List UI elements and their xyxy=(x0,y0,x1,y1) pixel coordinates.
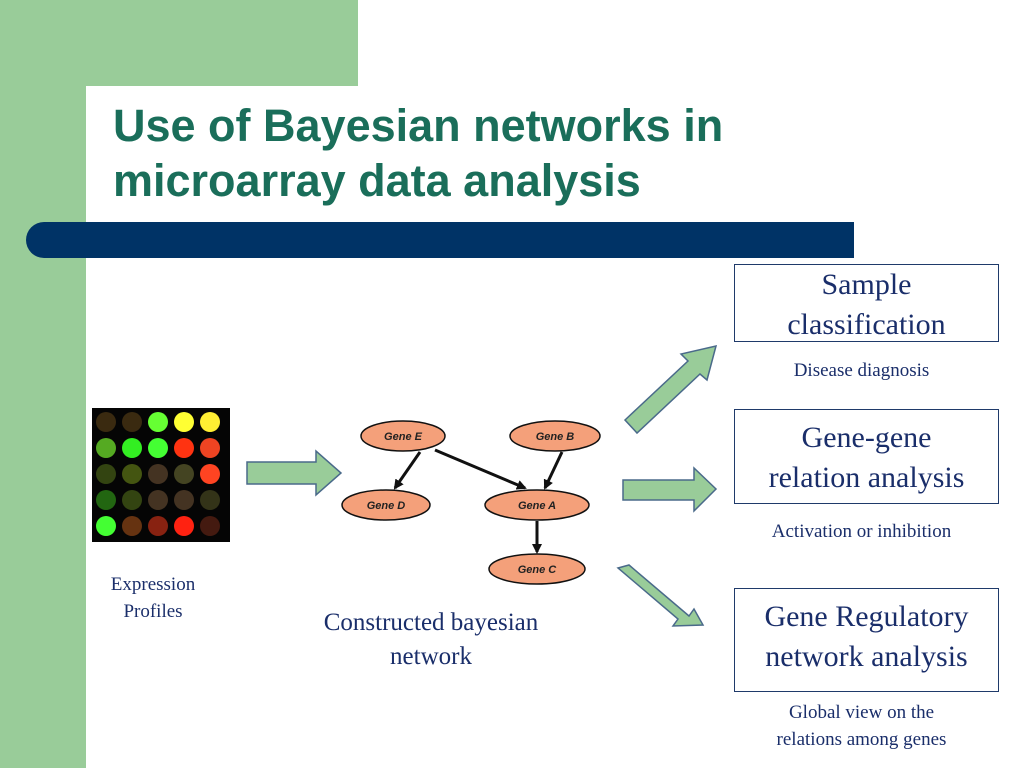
microarray-spot xyxy=(96,464,116,484)
title-line-1: Use of Bayesian networks in xyxy=(113,100,724,151)
note-line-1: Global view on the xyxy=(788,702,935,723)
box-line-2: relation analysis xyxy=(768,461,965,494)
microarray-image xyxy=(92,408,230,542)
node-gene-b-label: Gene B xyxy=(536,431,575,443)
edge-b-a xyxy=(543,451,564,490)
microarray-spot xyxy=(174,516,194,536)
box-line-1: Gene Regulatory xyxy=(764,600,969,633)
microarray-spot xyxy=(174,412,194,432)
note-line-1: Activation or inhibition xyxy=(771,521,952,542)
network-caption-line-1: Constructed bayesian xyxy=(323,609,539,636)
node-gene-c-label: Gene C xyxy=(518,564,558,576)
caption-line-2: Profiles xyxy=(123,601,183,622)
slide-title: Use of Bayesian networks in microarray d… xyxy=(113,98,873,208)
regulatory-network-box: Gene Regulatory network analysis xyxy=(734,588,999,692)
microarray-spot xyxy=(96,438,116,458)
microarray-spot xyxy=(200,516,220,536)
title-divider-bar xyxy=(26,222,854,258)
microarray-spot xyxy=(148,490,168,510)
box-line-1: Gene-gene xyxy=(801,421,932,454)
gene-relation-box: Gene-gene relation analysis xyxy=(734,409,999,504)
box-line-2: network analysis xyxy=(765,640,968,673)
node-gene-e-label: Gene E xyxy=(384,431,423,443)
arrow-to-classification xyxy=(623,344,718,435)
node-gene-d-label: Gene D xyxy=(367,500,406,512)
microarray-spot xyxy=(122,490,142,510)
left-green-band xyxy=(0,0,86,768)
microarray-spot xyxy=(148,438,168,458)
disease-diagnosis-note: Disease diagnosis xyxy=(734,357,989,384)
microarray-spot xyxy=(148,516,168,536)
node-gene-a: Gene A xyxy=(484,489,590,521)
microarray-spot xyxy=(122,516,142,536)
top-green-band xyxy=(0,0,358,86)
node-gene-d: Gene D xyxy=(341,489,431,521)
microarray-spot xyxy=(174,438,194,458)
microarray-spot xyxy=(122,464,142,484)
edge-e-d xyxy=(393,451,422,490)
arrow-to-relation xyxy=(622,466,718,513)
node-gene-b: Gene B xyxy=(509,420,601,452)
microarray-spot xyxy=(200,438,220,458)
microarray-spot xyxy=(96,490,116,510)
arrow-to-network xyxy=(246,449,343,497)
node-gene-a-label: Gene A xyxy=(518,500,556,512)
microarray-spot xyxy=(122,438,142,458)
node-gene-c: Gene C xyxy=(488,553,586,585)
microarray-spot xyxy=(122,412,142,432)
box-line-2: classification xyxy=(787,308,946,341)
box-line-1: Sample xyxy=(821,268,912,301)
caption-line-1: Expression xyxy=(110,574,196,595)
microarray-spot xyxy=(148,412,168,432)
microarray-spot xyxy=(96,516,116,536)
network-caption: Constructed bayesian network xyxy=(300,606,562,674)
expression-profiles-caption: Expression Profiles xyxy=(88,571,218,625)
edge-e-a xyxy=(434,448,527,490)
note-line-1: Disease diagnosis xyxy=(793,360,930,381)
title-line-2: microarray data analysis xyxy=(113,155,641,206)
microarray-spot xyxy=(174,464,194,484)
global-view-note: Global view on the relations among genes xyxy=(734,699,989,753)
microarray-spot xyxy=(200,464,220,484)
microarray-spot xyxy=(200,490,220,510)
note-line-2: relations among genes xyxy=(776,729,947,750)
node-gene-e: Gene E xyxy=(360,420,446,452)
network-caption-line-2: network xyxy=(390,643,472,670)
microarray-spot xyxy=(200,412,220,432)
microarray-spot xyxy=(148,464,168,484)
sample-classification-box: Sample classification xyxy=(734,264,999,342)
microarray-spot xyxy=(96,412,116,432)
activation-inhibition-note: Activation or inhibition xyxy=(734,518,989,545)
microarray-spot xyxy=(174,490,194,510)
arrow-to-regulatory xyxy=(616,564,705,627)
